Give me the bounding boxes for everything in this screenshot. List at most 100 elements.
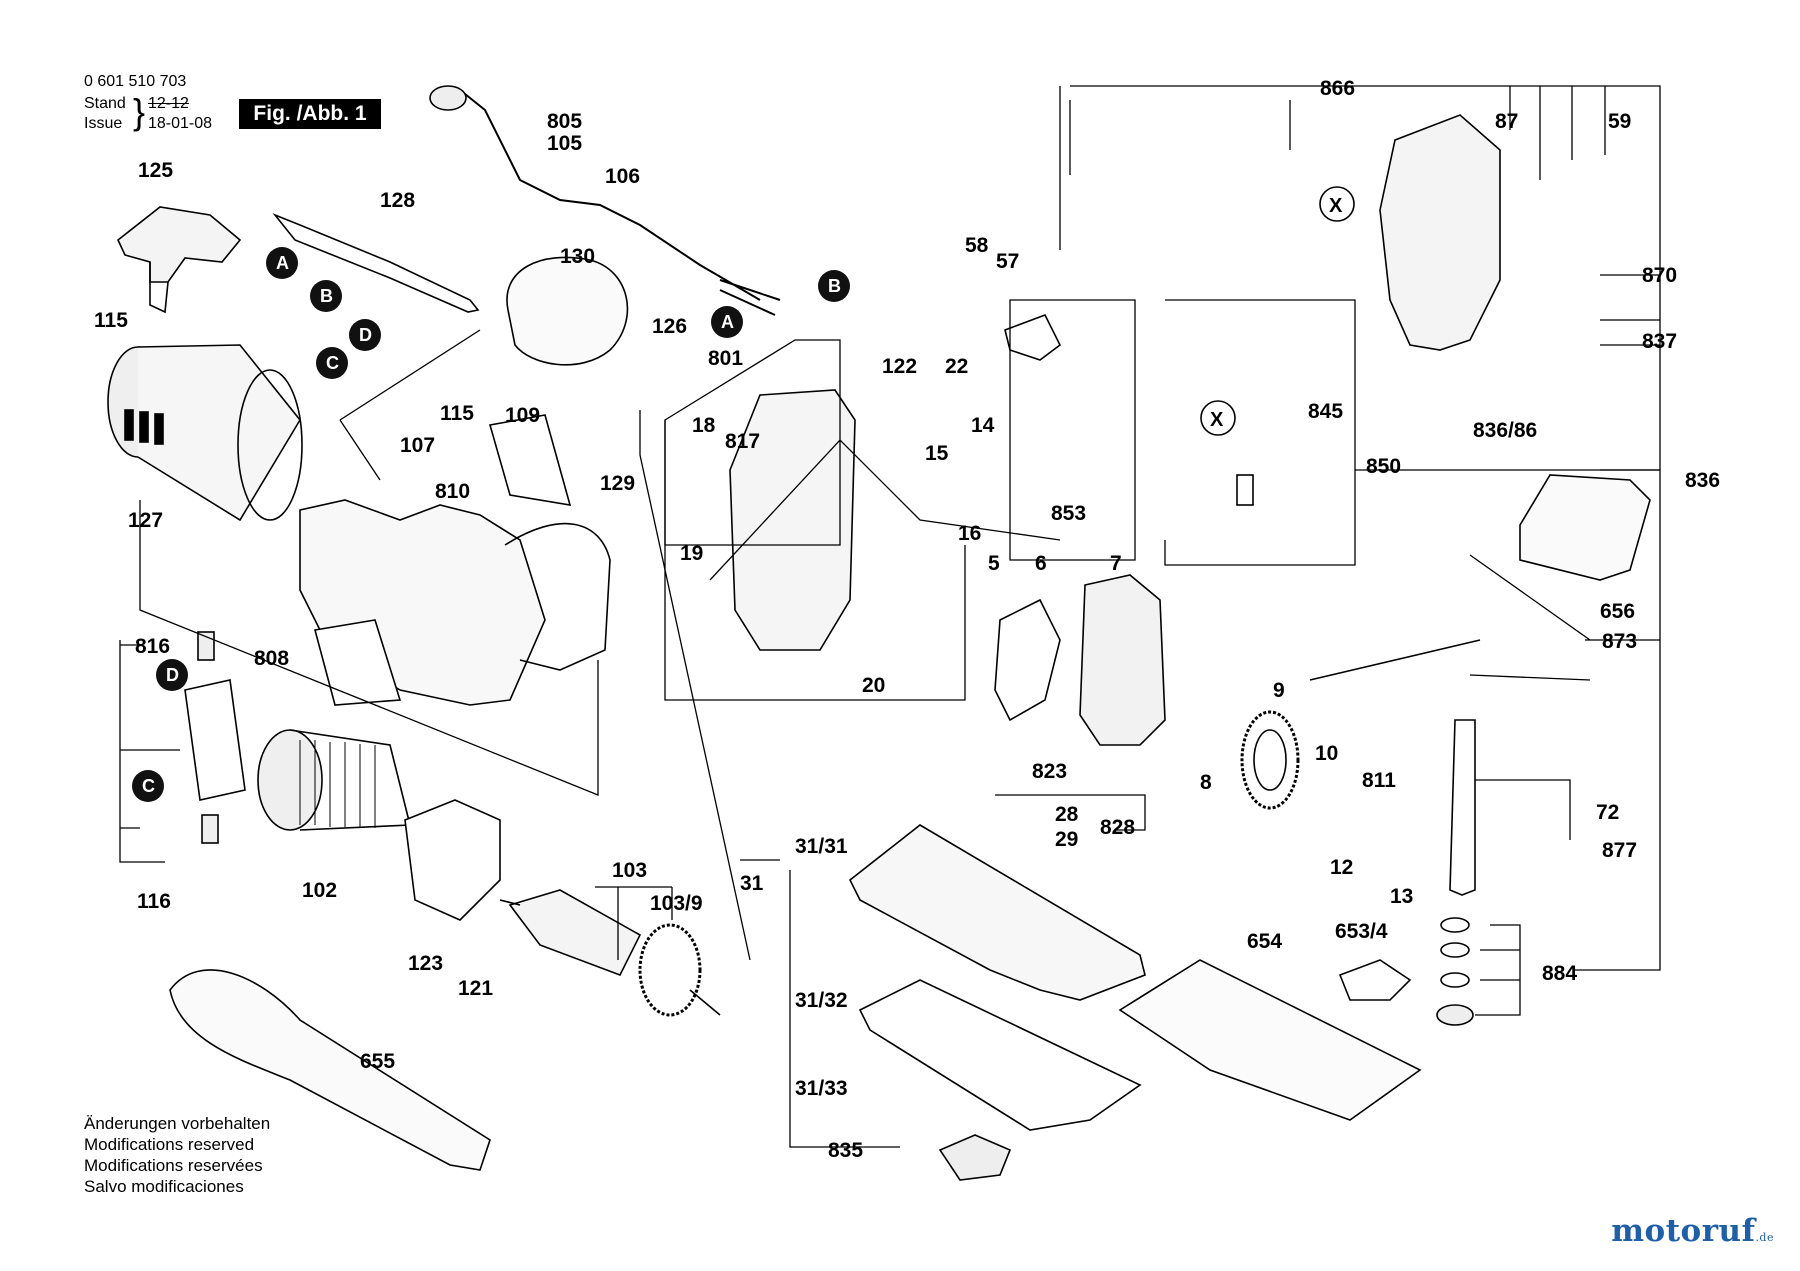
figure-label: Fig. /Abb. 1 xyxy=(239,99,381,129)
callout-c-label: C xyxy=(142,776,155,796)
part-label-28: 28 xyxy=(1055,803,1079,826)
part-carbon-brush-top xyxy=(197,631,215,661)
part-label-87: 87 xyxy=(1495,110,1518,133)
x-marker-left xyxy=(1200,400,1236,436)
callout-d-label: D xyxy=(359,325,372,345)
stand-label: Stand xyxy=(84,95,126,112)
callout-b-label: B xyxy=(320,286,333,306)
part-label-873: 873 xyxy=(1602,630,1637,653)
part-label-823: 823 xyxy=(1032,760,1067,783)
part-label-128: 128 xyxy=(380,189,415,212)
part-label-103: 103 xyxy=(612,859,647,882)
part-label-656: 656 xyxy=(1600,600,1635,623)
part-armature xyxy=(499,889,721,1017)
part-brush-holder xyxy=(184,679,246,801)
callout-a-label: A xyxy=(276,253,289,273)
note-en: Modifications reserved xyxy=(84,1135,255,1154)
part-cover-right xyxy=(1519,474,1651,581)
part-label-105: 105 xyxy=(547,132,582,155)
x-markers xyxy=(1200,186,1355,436)
callout-a-1 xyxy=(266,247,298,279)
part-label-853: 853 xyxy=(1051,502,1086,525)
part-label-13: 13 xyxy=(1390,885,1413,908)
part-label-9: 9 xyxy=(1273,679,1285,702)
part-label-837: 837 xyxy=(1642,330,1677,353)
part-anti-splinter xyxy=(1338,959,1412,1001)
part-label-805: 805 xyxy=(547,110,582,133)
issue-value: 18-01-08 xyxy=(148,115,213,132)
part-label-102: 102 xyxy=(302,879,337,902)
part-label-57: 57 xyxy=(996,250,1019,273)
notes-block: Änderungen vorbehalten Modifications res… xyxy=(84,1113,270,1197)
part-label-126: 126 xyxy=(652,315,687,338)
part-label-109: 109 xyxy=(505,404,540,427)
part-power-cable xyxy=(429,85,781,316)
watermark-brand: motoruf xyxy=(1611,1213,1756,1249)
callout-a-label: A xyxy=(721,312,734,332)
issue-label: Issue xyxy=(84,115,123,132)
watermark-logo: motoruf.de xyxy=(1611,1213,1774,1249)
part-label-130: 130 xyxy=(560,245,595,268)
part-clamp xyxy=(938,1134,1012,1181)
part-label-877: 877 xyxy=(1602,839,1637,862)
part-label-116: 116 xyxy=(137,890,171,913)
part-label-653-4: 653/4 xyxy=(1335,920,1388,943)
part-label-10: 10 xyxy=(1315,742,1338,765)
part-plunger xyxy=(1449,719,1476,896)
part-label-870: 870 xyxy=(1642,264,1677,287)
x-marker-right xyxy=(1319,186,1355,222)
part-label-836-86: 836/86 xyxy=(1473,419,1537,442)
note-es: Salvo modificaciones xyxy=(84,1177,244,1196)
part-label-115: 115 xyxy=(440,402,474,425)
x-marker-right-label: X xyxy=(1329,195,1343,217)
stand-value: 12-12 xyxy=(148,95,189,112)
callout-b-label: B xyxy=(828,276,841,296)
part-base-plate xyxy=(848,824,1146,1001)
callout-a-2 xyxy=(711,306,743,338)
part-label-866: 866 xyxy=(1320,77,1355,100)
callout-c-2 xyxy=(132,770,164,802)
part-label-12: 12 xyxy=(1330,856,1353,879)
part-plate-109 xyxy=(488,414,572,506)
part-label-107: 107 xyxy=(400,434,435,457)
part-label-29: 29 xyxy=(1055,828,1078,851)
part-switch-cover xyxy=(117,206,242,314)
watermark-tld: .de xyxy=(1755,1231,1774,1244)
part-label-8: 8 xyxy=(1200,771,1212,794)
part-label-103-9: 103/9 xyxy=(650,892,703,915)
part-label-816: 816 xyxy=(135,635,170,658)
callout-c-label: C xyxy=(326,353,339,373)
callout-b-1 xyxy=(310,280,342,312)
part-shoe xyxy=(1118,959,1422,1121)
callout-d-1 xyxy=(349,319,381,351)
part-label-655: 655 xyxy=(360,1050,395,1073)
part-label-129: 129 xyxy=(600,472,635,495)
note-de: Änderungen vorbehalten xyxy=(84,1114,271,1133)
part-label-6: 6 xyxy=(1035,552,1047,575)
part-number: 0 601 510 703 xyxy=(84,73,187,90)
callout-d-label: D xyxy=(166,665,179,685)
part-label-817: 817 xyxy=(725,430,760,453)
part-hanger xyxy=(1004,313,1062,361)
part-plate-808 xyxy=(314,619,402,706)
part-label-31: 31 xyxy=(740,872,764,895)
part-label-31-32: 31/32 xyxy=(795,989,848,1012)
part-plunger-rod xyxy=(1309,639,1481,681)
part-label-7: 7 xyxy=(1110,552,1122,575)
part-label-19: 19 xyxy=(680,542,703,565)
part-label-31-31: 31/31 xyxy=(795,835,848,858)
part-inner-housing xyxy=(729,389,856,651)
part-label-850: 850 xyxy=(1366,455,1401,478)
brace: } xyxy=(133,91,146,132)
part-label-106: 106 xyxy=(605,165,640,188)
part-handle-housing xyxy=(1379,114,1501,351)
part-label-810: 810 xyxy=(435,480,470,503)
part-label-654: 654 xyxy=(1247,930,1282,953)
part-seals xyxy=(1436,917,1474,1026)
part-label-59: 59 xyxy=(1608,110,1631,133)
part-bracket xyxy=(404,799,501,921)
part-lever xyxy=(272,213,480,313)
part-label-115: 115 xyxy=(94,309,128,332)
part-small-block xyxy=(1236,474,1254,506)
